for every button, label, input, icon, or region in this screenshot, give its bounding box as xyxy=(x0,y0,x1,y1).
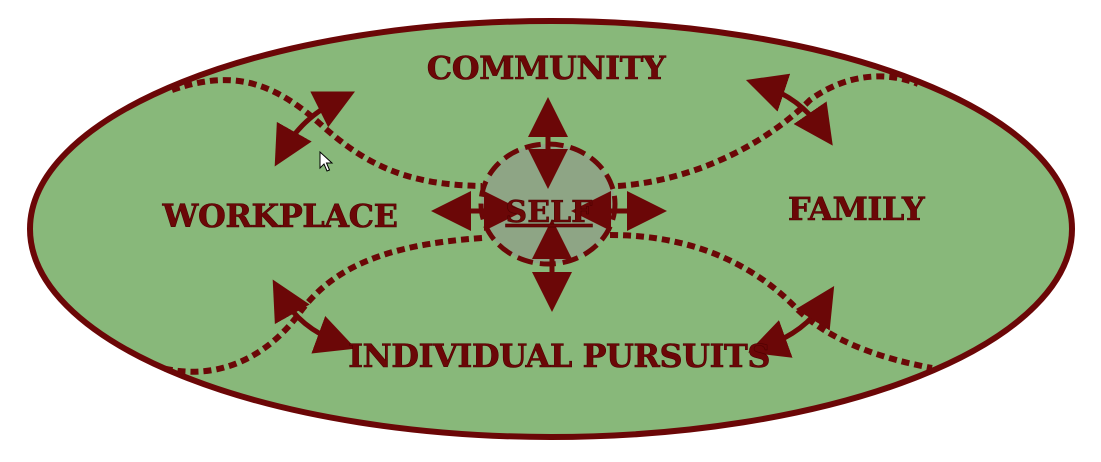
arrow-pursuits-family xyxy=(748,285,835,358)
label-self: SELF xyxy=(506,195,593,230)
label-workplace: WORKPLACE xyxy=(162,197,398,235)
arrow-community-family xyxy=(745,73,833,146)
label-individual-pursuits: INDIVIDUAL PURSUITS xyxy=(348,337,770,375)
mouse-pointer-icon xyxy=(319,150,334,172)
label-community: COMMUNITY xyxy=(427,49,667,87)
arrow-workplace-pursuits xyxy=(272,279,356,354)
label-family: FAMILY xyxy=(788,190,926,228)
arrow-workplace-community xyxy=(274,91,355,167)
dotted-path-individual-pursuits xyxy=(161,235,483,375)
